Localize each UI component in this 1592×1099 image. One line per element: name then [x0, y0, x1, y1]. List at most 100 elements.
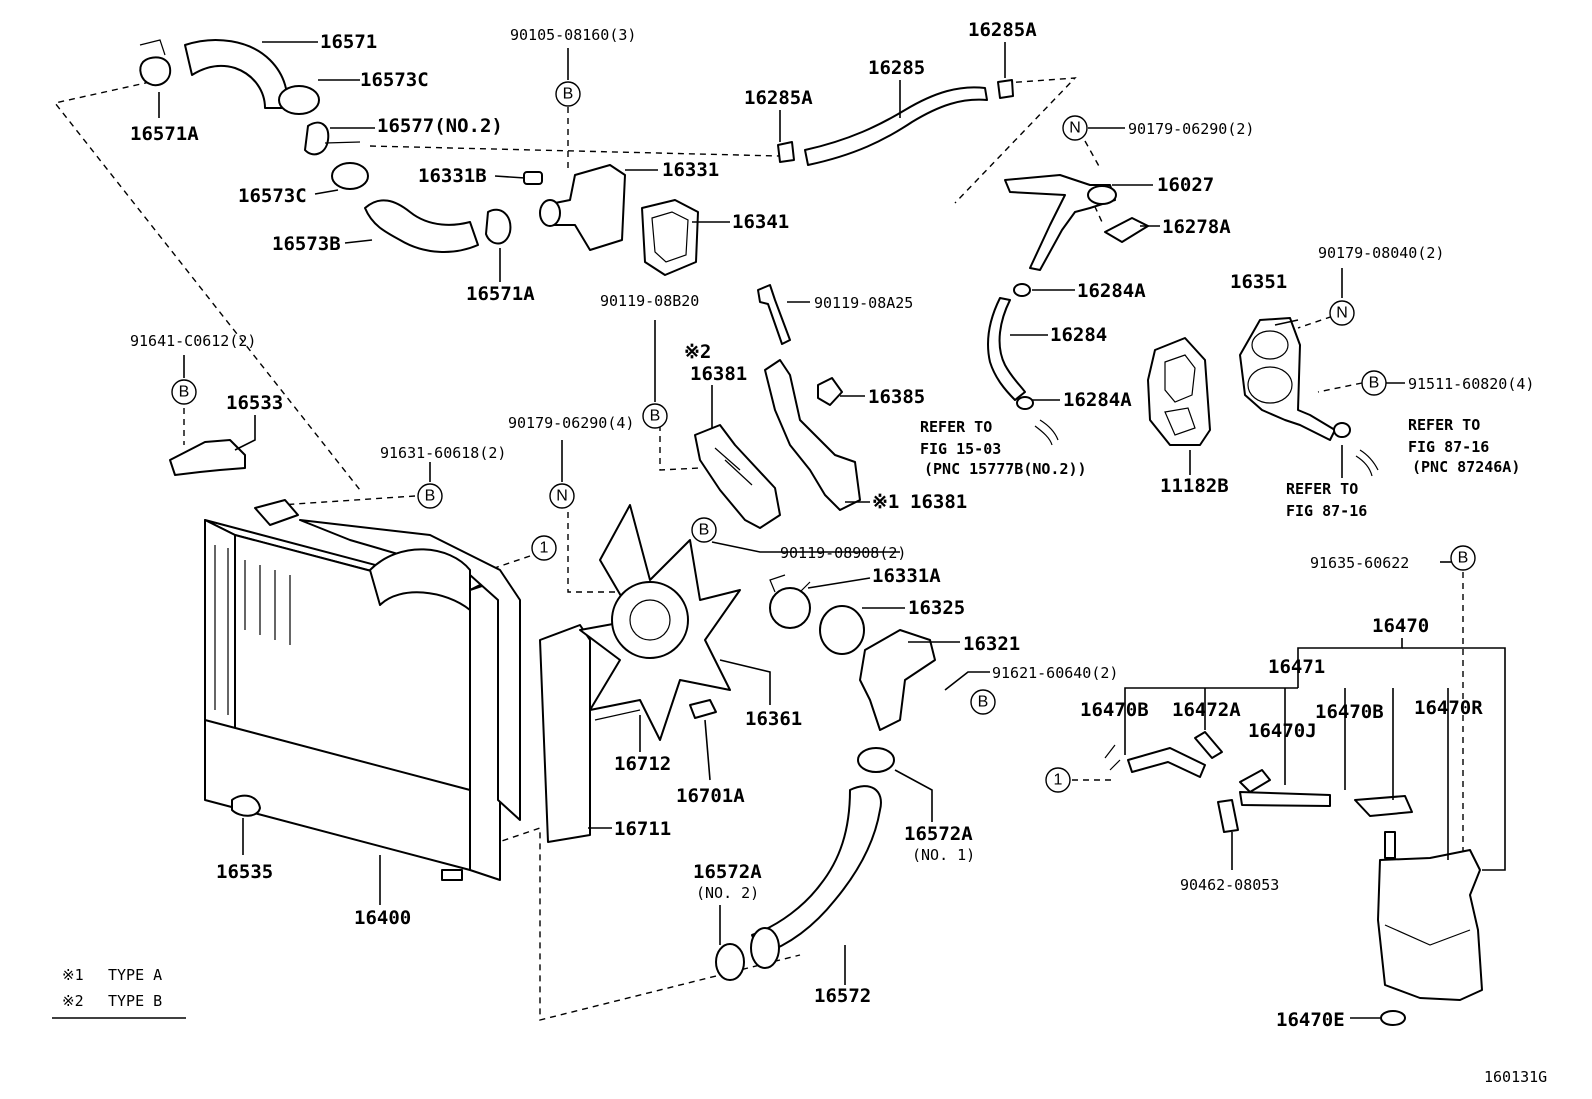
bypass-hose-group — [777, 79, 1014, 166]
hose-16285 — [804, 86, 988, 166]
label-16285: 16285 — [868, 57, 925, 79]
outlet-16331 — [544, 164, 626, 251]
svg-text:B: B — [1458, 550, 1469, 567]
svg-text:B: B — [650, 408, 661, 425]
ref-2-line1: REFER TO — [1408, 416, 1480, 434]
label-16472a: 16472A — [1172, 699, 1241, 721]
svg-text:B: B — [563, 86, 574, 103]
label-16470b-2: 16470B — [1315, 701, 1384, 723]
hose-16472a — [1194, 731, 1223, 759]
circle-n-1: N — [1062, 115, 1088, 141]
ref-1-line3: (PNC 15777B(NO.2)) — [924, 460, 1087, 478]
svg-text:N: N — [1336, 305, 1348, 322]
upper-hose-group — [139, 39, 512, 253]
clip-16285a-2 — [997, 79, 1014, 99]
ref-3-line1: REFER TO — [1286, 480, 1358, 498]
label-16573c: 16573C — [360, 69, 429, 91]
label-16321: 16321 — [963, 633, 1020, 655]
svg-text:1: 1 — [540, 540, 549, 557]
label-90105-08160: 90105-08160(3) — [510, 26, 636, 44]
gasket-16341 — [641, 199, 699, 276]
label-16351: 16351 — [1230, 271, 1287, 293]
label-16712: 16712 — [614, 753, 671, 775]
svg-text:B: B — [425, 488, 436, 505]
hose-16572 — [751, 785, 882, 956]
label-91621-60640: 91621-60640(2) — [992, 664, 1118, 682]
rubber-16385 — [817, 377, 843, 406]
hose-16284 — [987, 297, 1026, 401]
label-91511-60820: 91511-60820(4) — [1408, 375, 1534, 393]
circle-b-2: B — [171, 379, 197, 405]
label-16331a: 16331A — [872, 565, 941, 587]
label-16711: 16711 — [614, 818, 671, 840]
circle-b-8: B — [1450, 545, 1476, 571]
bracket-16381-a — [764, 359, 861, 511]
reserve-tank-group — [1104, 731, 1483, 1026]
label-90119-08b20: 90119-08B20 — [600, 292, 699, 310]
thermostat-16331a — [769, 587, 811, 629]
clamp-16571a-2 — [485, 208, 512, 245]
marker-type-a: ※1 — [872, 491, 899, 513]
circle-b-6: B — [970, 689, 996, 715]
label-16361: 16361 — [745, 708, 802, 730]
clip-16701a — [689, 699, 717, 719]
circle-b-3: B — [417, 483, 443, 509]
clamp-16284a — [1013, 283, 1031, 297]
ref-3-line2: FIG 87-16 — [1286, 502, 1367, 520]
label-16471: 16471 — [1268, 656, 1325, 678]
label-16571a-2: 16571A — [466, 283, 535, 305]
svg-text:N: N — [1069, 120, 1081, 137]
circle-b-5: B — [691, 517, 717, 543]
label-16341: 16341 — [732, 211, 789, 233]
svg-text:B: B — [179, 384, 190, 401]
label-16470b: 16470B — [1080, 699, 1149, 721]
tank-16470 — [1377, 849, 1483, 1001]
gasket-11182b — [1147, 337, 1211, 446]
label-90119-08908: 90119-08908(2) — [780, 544, 906, 562]
label-16533: 16533 — [226, 392, 283, 414]
label-16470: 16470 — [1372, 615, 1429, 637]
label-no1: (NO. 1) — [912, 846, 975, 864]
legend-mark-1: ※1 — [62, 966, 84, 984]
label-16284a-2: 16284A — [1063, 389, 1132, 411]
plug-16331b — [523, 171, 543, 185]
bracket-16533 — [169, 439, 246, 476]
circle-1-b: 1 — [1045, 767, 1071, 793]
hose-16470b — [1127, 747, 1206, 778]
label-16285a-2: 16285A — [968, 19, 1037, 41]
label-16381: 16381 — [690, 363, 747, 385]
circle-1-a: 1 — [531, 535, 557, 561]
fan-16711-frame — [539, 624, 591, 843]
label-16385: 16385 — [868, 386, 925, 408]
svg-text:B: B — [978, 694, 989, 711]
label-16285a: 16285A — [744, 87, 813, 109]
hose-16470j — [1239, 769, 1271, 793]
label-90462-08053: 90462-08053 — [1180, 876, 1279, 894]
drain-cock-16535 — [231, 794, 261, 817]
reference-notes: REFER TO FIG 15-03 (PNC 15777B(NO.2)) RE… — [920, 416, 1520, 520]
legend-mark-2: ※2 — [62, 992, 84, 1010]
label-16577: 16577(NO.2) — [377, 115, 503, 137]
label-16573b: 16573B — [272, 233, 341, 255]
legend-text-1: TYPE A — [108, 966, 162, 984]
label-16027: 16027 — [1157, 174, 1214, 196]
bracket-16381-b — [694, 424, 781, 529]
label-16572: 16572 — [814, 985, 871, 1007]
clamp-16573c — [278, 85, 320, 115]
label-90119-08a25: 90119-08A25 — [814, 294, 913, 312]
clip-90462 — [1217, 799, 1239, 833]
part-labels: 16571 16573C 16577(NO.2) 16571A 16573C 1… — [130, 19, 1534, 1031]
pipe-16027 — [1004, 174, 1116, 271]
circled-markers: B B B B B B B B N N N 1 1 — [171, 81, 1476, 793]
svg-text:N: N — [556, 488, 568, 505]
circle-n-3: N — [1329, 300, 1355, 326]
clamp-16572a-2 — [715, 943, 745, 981]
svg-text:B: B — [1369, 375, 1380, 392]
inlet-16321 — [859, 629, 936, 731]
clamp-16571a — [139, 56, 172, 87]
label-16278a: 16278A — [1162, 216, 1231, 238]
label-91635-60622: 91635-60622 — [1310, 554, 1409, 572]
cap-16470e — [1380, 1010, 1406, 1026]
label-90179-06290-4: 90179-06290(4) — [508, 414, 634, 432]
